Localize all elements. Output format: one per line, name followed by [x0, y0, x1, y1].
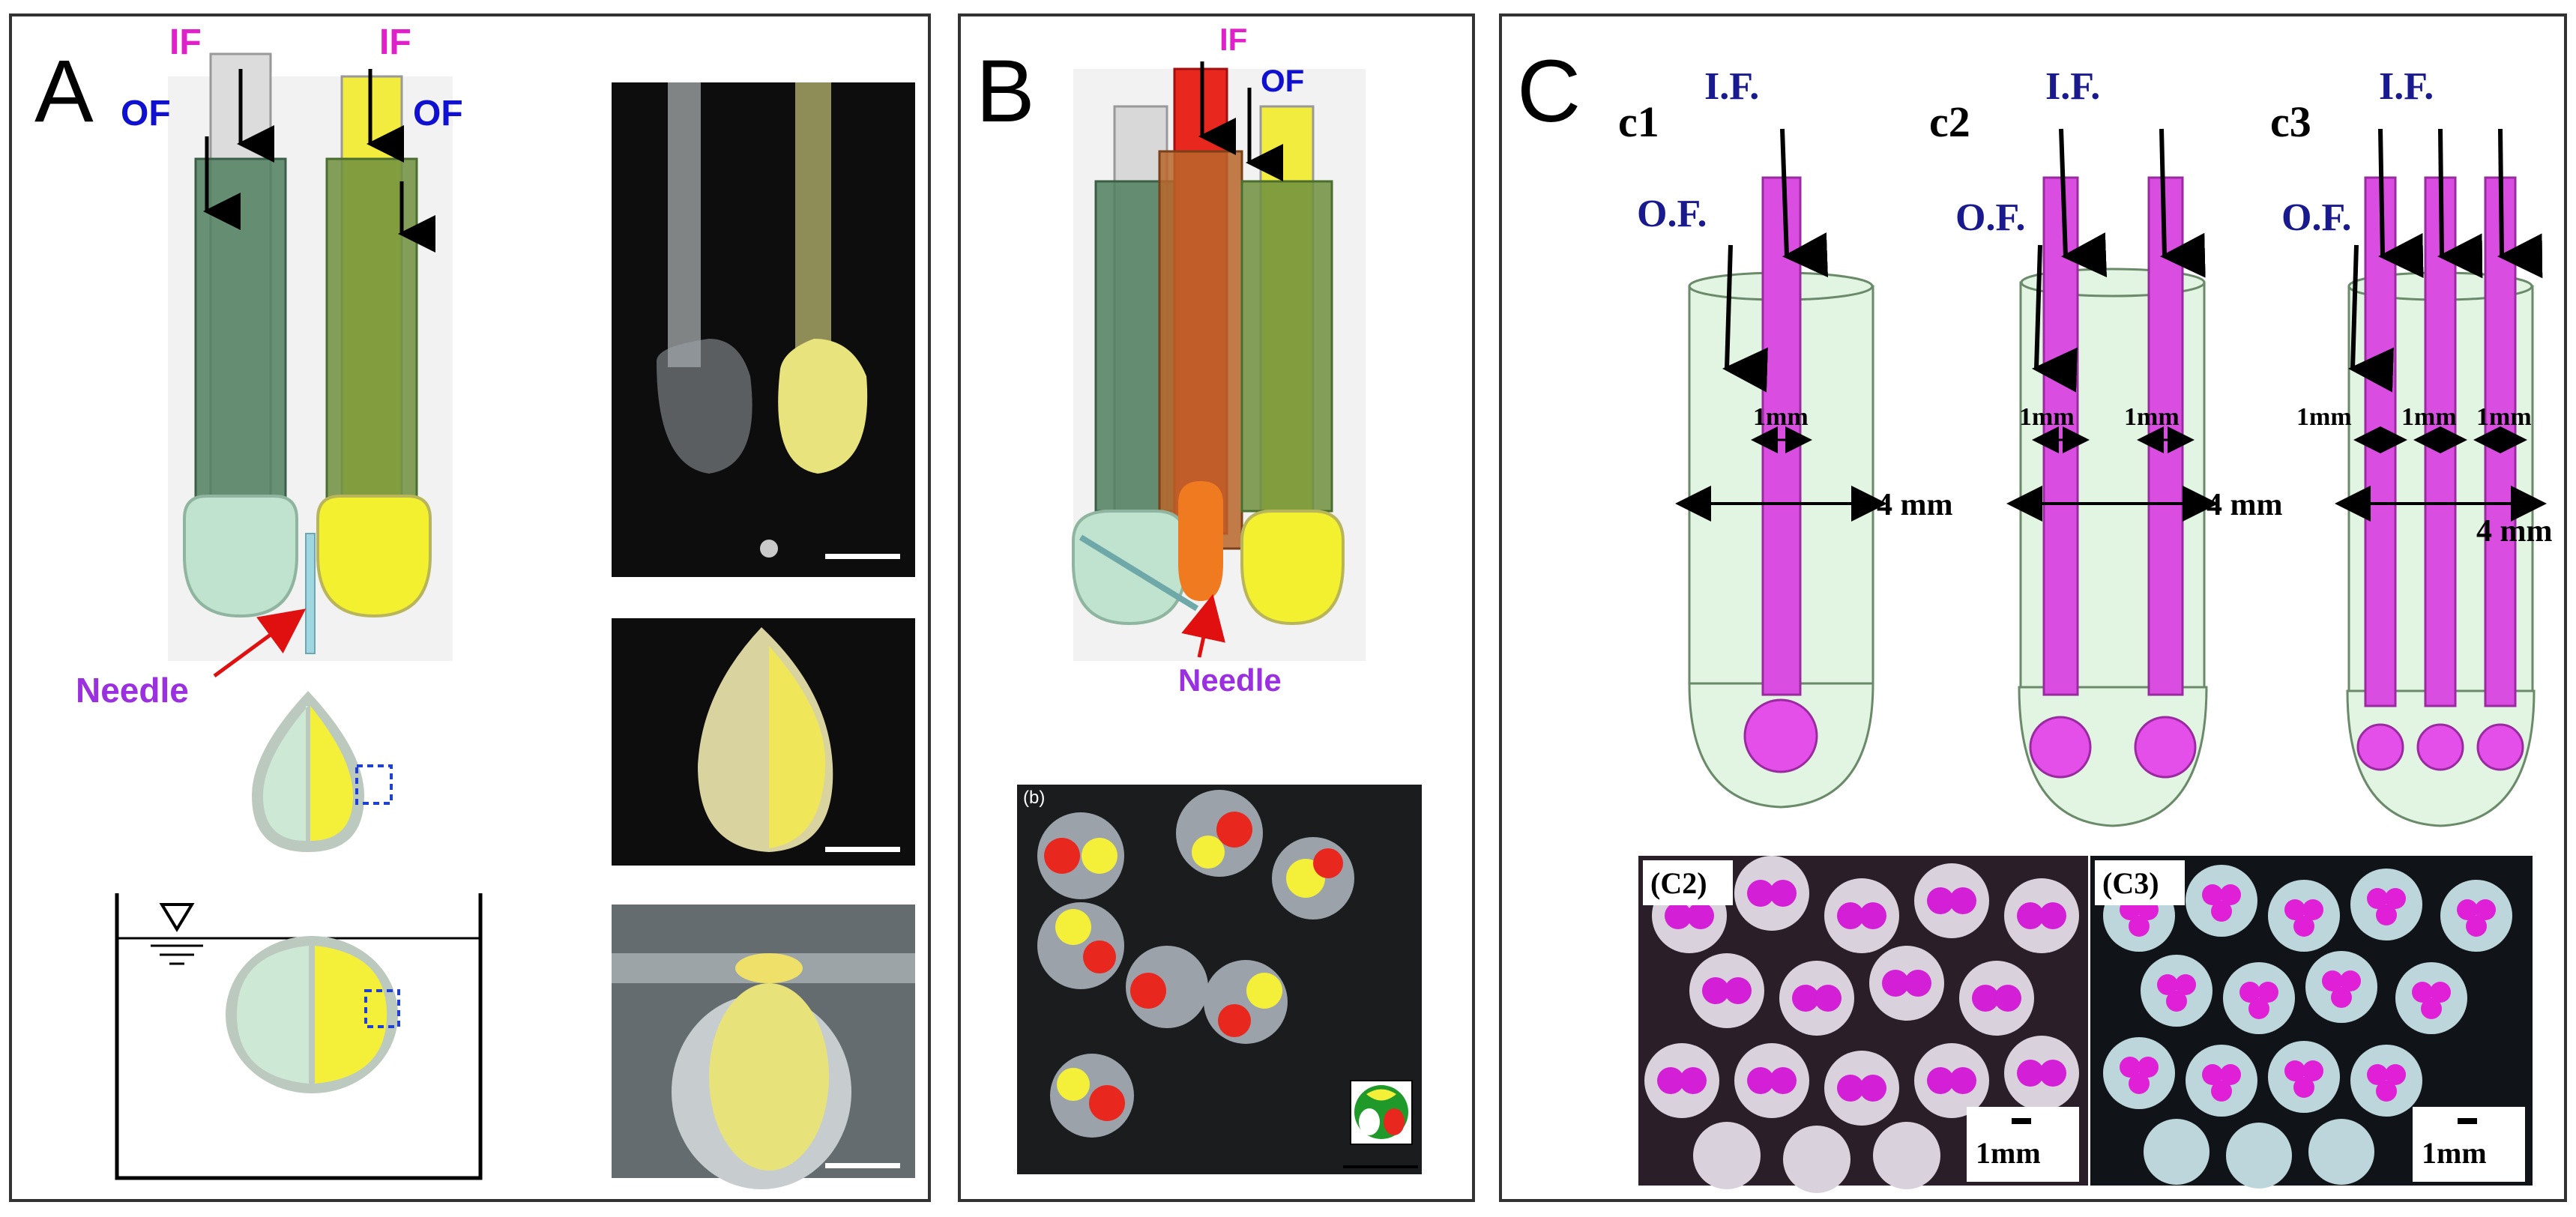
needle [305, 533, 316, 654]
panel-a: A IF IF OF OF Needle [9, 13, 931, 1202]
photo-c3-scale-bar [2458, 1118, 2477, 1124]
photo-c2-scale-bar [2012, 1118, 2031, 1124]
c3-inner-tube-a [2364, 176, 2397, 707]
label-if-right: IF [379, 22, 411, 62]
c1-inner-tube [1761, 176, 1802, 696]
c2-inner-tube-a [2042, 176, 2079, 696]
photo-b-inset [1350, 1080, 1413, 1145]
b-label-needle: Needle [1178, 662, 1282, 698]
c2-inner-dim-a: 1mm [2019, 403, 2075, 431]
c2-of-arrow [2032, 244, 2078, 393]
photo-a-2 [612, 618, 915, 866]
photo-a-3 [612, 905, 915, 1189]
b-droplet-right [1240, 510, 1345, 626]
photo-c3-tag: (C3) [2102, 866, 2159, 900]
b-needle [1079, 534, 1199, 611]
c2-if-arrow-a [2059, 128, 2108, 278]
capsule [1037, 902, 1124, 989]
c3-if-label: I.F. [2379, 65, 2434, 108]
c3-title: c3 [2270, 97, 2311, 146]
photo-c2-tag-bg [1643, 860, 1733, 905]
capsule [1176, 790, 1263, 877]
c1-if-arrow [1780, 128, 1829, 278]
panel-b-figure: B IF OF Needle (b) [976, 22, 1422, 1174]
panel-b-letter: B [976, 42, 1035, 141]
c3-inner-tube-b [2424, 176, 2457, 707]
panel-c-figure: C c1 I.F. O.F. 1mm 4 mm c2 I.F. O.F. [1517, 42, 2552, 1193]
c1-inner-dim: 1mm [1753, 403, 1809, 431]
c1-outer-dim: 4 mm [1877, 488, 1952, 522]
c3-core-b [2416, 723, 2464, 771]
photo-c3: (C3) 1mm [2090, 856, 2533, 1189]
needle-pointer-arrow [213, 608, 307, 678]
water-level-symbol [159, 903, 195, 932]
detail-box-1 [355, 764, 393, 805]
photo-c2-scale: 1mm [1976, 1136, 2041, 1170]
c3-outer-dim: 4 mm [2476, 514, 2552, 549]
detail-box-2 [364, 989, 400, 1028]
label-of-right: OF [413, 94, 463, 133]
c2-core-a [2029, 716, 2092, 779]
janus-droplet-right-half [310, 706, 353, 841]
c2-if-label: I.F. [2045, 65, 2100, 108]
b-tube-right-outer [1240, 180, 1333, 513]
capsule [1050, 1054, 1134, 1138]
c3-inner-dim-b: 1mm [2401, 403, 2457, 431]
photo-a-1 [612, 82, 915, 577]
right-droplet [316, 495, 432, 618]
c3-if-arrow-b [2437, 128, 2483, 279]
diagram-c1: c1 I.F. O.F. 1mm 4 mm [1618, 65, 1952, 809]
diagram-c2: c2 I.F. O.F. 1mm 1mm 4 mm [1929, 65, 2282, 827]
capsule [1126, 946, 1208, 1028]
c3-inner-tube-c [2484, 176, 2517, 707]
label-of-left: OF [121, 94, 171, 133]
photo-c2-tag: (C2) [1650, 866, 1707, 900]
diagram-c3: c3 I.F. O.F. 1mm 1mm 1mm 4 mm [2270, 65, 2552, 827]
capsule [1204, 960, 1288, 1044]
c2-of-label: O.F. [1955, 196, 2025, 239]
panel-a-letter: A [34, 42, 94, 141]
photo-c3-scale: 1mm [2422, 1136, 2487, 1170]
c2-inner-dim-b: 1mm [2124, 403, 2180, 431]
c3-core-a [2356, 723, 2404, 771]
b-needle-pointer-arrow [1181, 594, 1225, 658]
b-label-if: IF [1219, 22, 1247, 57]
panel-b: B IF OF Needle (b) [958, 13, 1475, 1202]
photo-c2: (C2) 1mm [1638, 856, 2088, 1193]
submerged-capsule-right [315, 946, 387, 1084]
c1-if-label: I.F. [1704, 65, 1759, 108]
capsule [1037, 812, 1124, 899]
label-if-left: IF [169, 22, 202, 62]
water-tank [115, 893, 483, 1180]
c1-of-arrow [1722, 244, 1768, 393]
photo-c3-tag-bg [2095, 860, 2185, 905]
c2-core-b [2134, 716, 2197, 779]
b-label-of: OF [1261, 63, 1304, 98]
janus-droplet-left-half [263, 706, 308, 841]
c2-if-arrow-b [2159, 128, 2206, 278]
photo-b-tag: (b) [1023, 788, 1045, 808]
panel-a-figure: A IF IF OF OF Needle [34, 22, 915, 1189]
c3-of-arrow [2348, 244, 2394, 393]
c2-title: c2 [1929, 97, 1970, 146]
c3-if-arrow-a [2378, 128, 2424, 279]
c3-inner-dim-a: 1mm [2296, 403, 2352, 431]
left-droplet [183, 495, 298, 618]
capsule [1272, 837, 1354, 919]
left-outer-tube [194, 157, 287, 520]
c3-inner-dim-c: 1mm [2476, 403, 2532, 431]
c1-title: c1 [1618, 97, 1659, 146]
c1-core [1743, 698, 1818, 773]
b-droplet-center [1178, 481, 1223, 601]
c3-of-label: O.F. [2281, 196, 2351, 239]
panel-c: C c1 I.F. O.F. 1mm 4 mm c2 I.F. O.F. [1499, 13, 2567, 1202]
c3-if-arrow-c [2497, 128, 2543, 279]
c3-core-c [2476, 723, 2524, 771]
panel-c-letter: C [1517, 42, 1581, 141]
submerged-capsule-left [237, 946, 309, 1084]
photo-b: (b) [1017, 785, 1422, 1174]
label-needle-a: Needle [76, 671, 189, 710]
c1-of-label: O.F. [1637, 193, 1707, 235]
c2-outer-dim: 4 mm [2207, 488, 2282, 522]
